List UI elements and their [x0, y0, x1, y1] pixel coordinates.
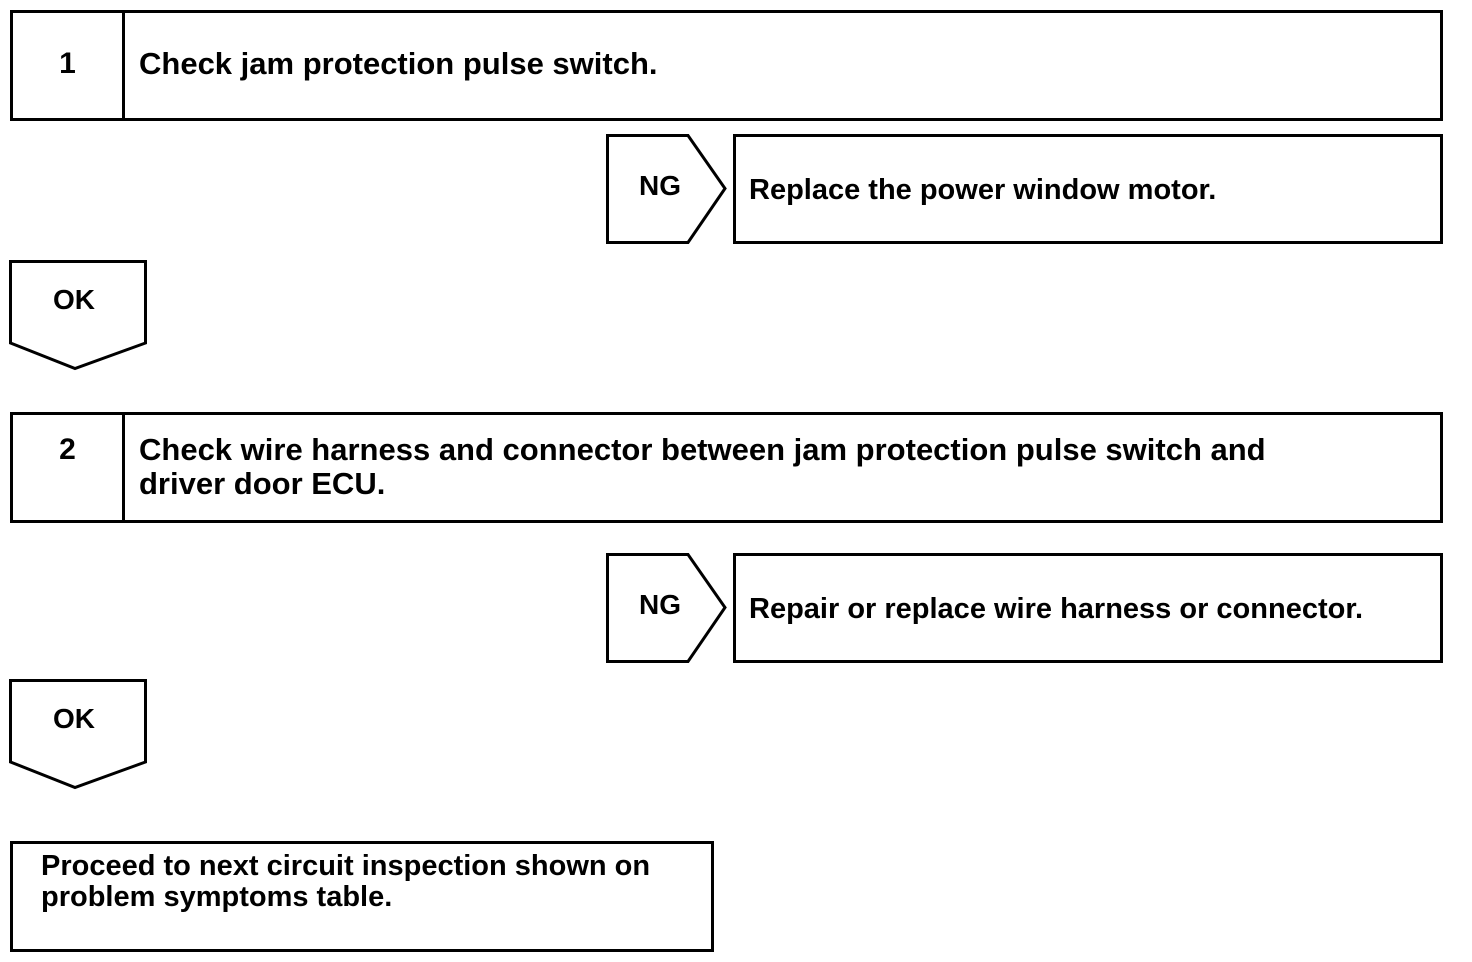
step-1-text: Check jam protection pulse switch. [139, 46, 658, 81]
ng-label-2: NG [639, 589, 681, 620]
ok-arrow-2-shape [9, 679, 147, 790]
ng-label-1: NG [639, 170, 681, 201]
ok-arrow-2: OK [9, 679, 149, 791]
ok-label-1: OK [53, 284, 95, 315]
ok-arrow-1: OK [9, 260, 149, 372]
ng-arrow-1: NG [606, 134, 728, 244]
final-text: Proceed to next circuit inspection shown… [41, 850, 651, 913]
step-2-number: 2 [13, 415, 125, 520]
final-box: Proceed to next circuit inspection shown… [10, 841, 714, 952]
ok-label-2: OK [53, 703, 95, 734]
ng-result-2-box: Repair or replace wire harness or connec… [733, 553, 1443, 663]
ok-arrow-1-shape [9, 260, 147, 371]
step-1-number: 1 [13, 13, 125, 118]
ng-result-1-text: Replace the power window motor. [749, 174, 1217, 206]
ng-arrow-2: NG [606, 553, 728, 663]
ng-arrow-2-shape [606, 553, 727, 663]
step-2-text: Check wire harness and connector between… [139, 432, 1266, 501]
ng-result-1-box: Replace the power window motor. [733, 134, 1443, 244]
step-2-box: 2 Check wire harness and connector betwe… [10, 412, 1443, 523]
step-1-box: 1 Check jam protection pulse switch. [10, 10, 1443, 121]
ng-result-2-text: Repair or replace wire harness or connec… [749, 593, 1364, 625]
ng-arrow-1-shape [606, 134, 727, 244]
